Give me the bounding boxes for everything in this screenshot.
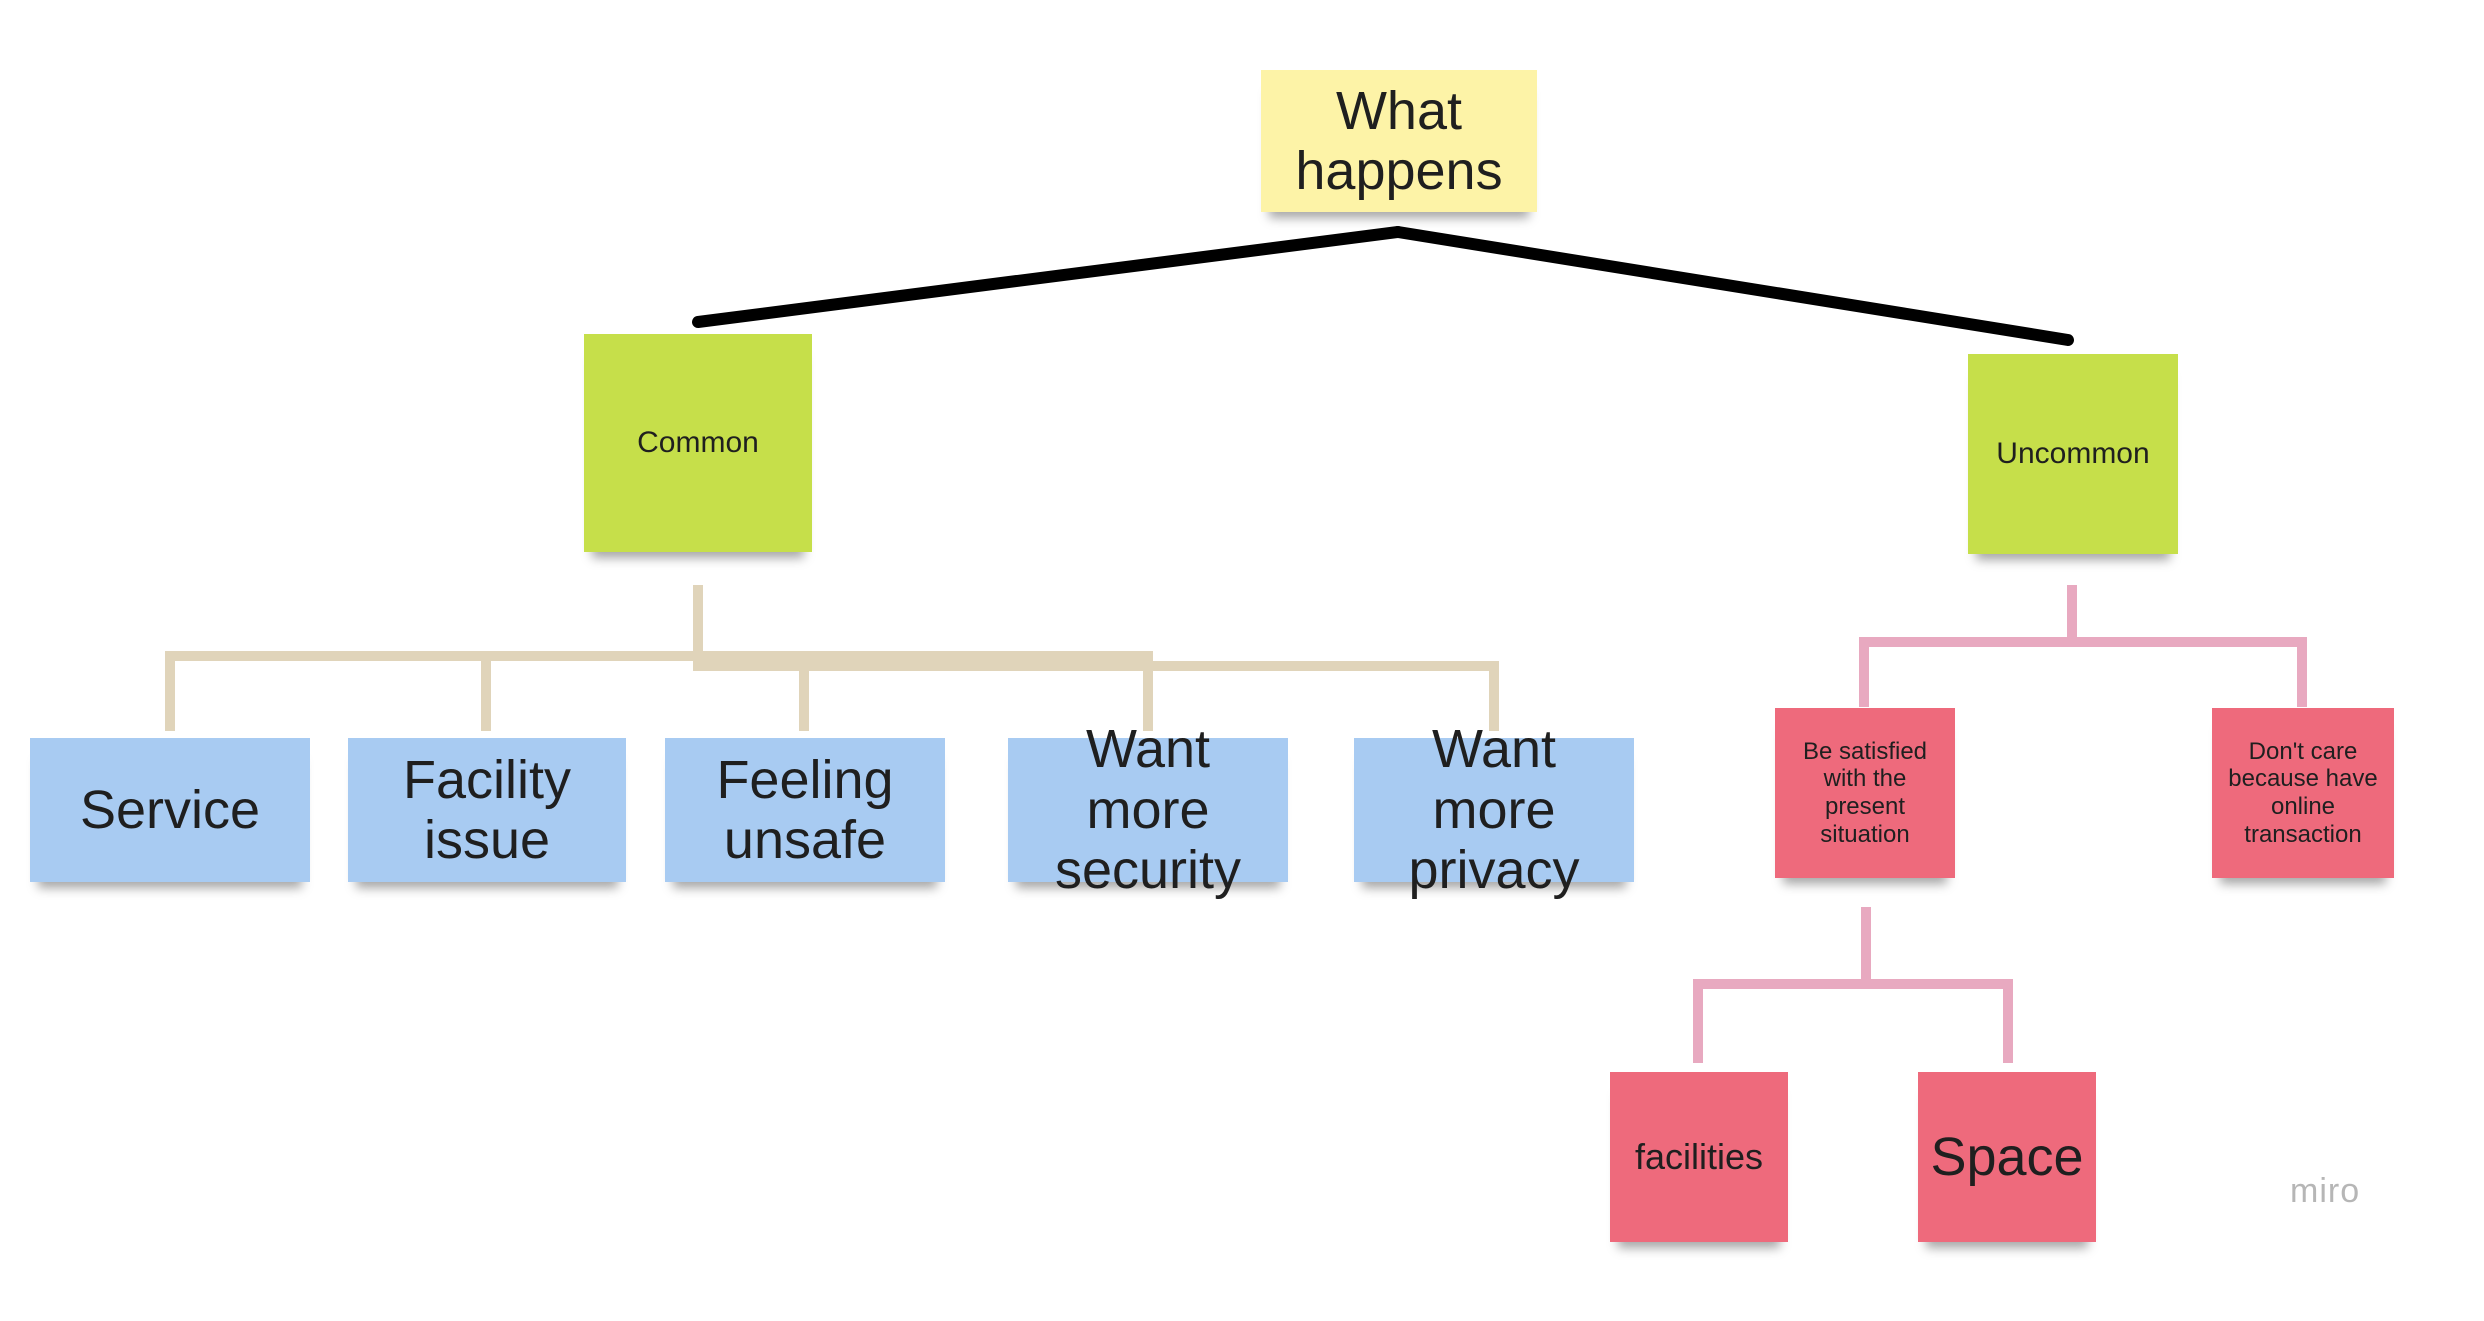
leaf-note-want-more-security[interactable]: Want more security xyxy=(1008,719,1288,900)
category-note-uncommon[interactable]: Uncommon xyxy=(1968,354,2178,554)
leaf-note-be-satisfied-label: Be satisfied with the present situation xyxy=(1802,737,1928,848)
root-note-label: What happens xyxy=(1295,80,1503,201)
leaf-note-be-satisfied[interactable]: Be satisfied with the present situation xyxy=(1775,708,1955,878)
root-to-common-connector xyxy=(692,226,1404,328)
leaf-note-space-label: Space xyxy=(1930,1126,2084,1187)
leaf-note-facilities[interactable]: facilities xyxy=(1610,1072,1788,1242)
root-note[interactable]: What happens xyxy=(1261,70,1537,212)
leaf-note-service-label: Service xyxy=(79,779,261,840)
leaf-note-want-more-privacy[interactable]: Want more privacy xyxy=(1354,719,1634,900)
leaf-note-want-more-security-label: Want more security xyxy=(1054,719,1242,901)
leaf-note-facility-issue[interactable]: Facility issue xyxy=(348,738,626,882)
leaf-note-facility-issue-label: Facility issue xyxy=(402,749,571,870)
leaf-note-service[interactable]: Service xyxy=(30,738,310,882)
category-note-common-label: Common xyxy=(637,426,759,460)
uncommon-branch-connectors xyxy=(1693,585,2307,1063)
category-note-common[interactable]: Common xyxy=(584,334,812,552)
leaf-note-feeling-unsafe[interactable]: Feeling unsafe xyxy=(665,738,945,882)
root-to-uncommon-connector xyxy=(1392,226,2074,346)
miro-watermark: miro xyxy=(2290,1172,2361,1210)
common-branch-connectors xyxy=(165,585,1499,731)
leaf-note-facilities-label: facilities xyxy=(1634,1135,1764,1177)
leaf-note-want-more-privacy-label: Want more privacy xyxy=(1408,719,1580,901)
leaf-note-feeling-unsafe-label: Feeling unsafe xyxy=(716,749,894,870)
leaf-note-dont-care-label: Don't care because have online transacti… xyxy=(2228,737,2378,848)
leaf-note-space[interactable]: Space xyxy=(1918,1072,2096,1242)
leaf-note-dont-care[interactable]: Don't care because have online transacti… xyxy=(2212,708,2394,878)
category-note-uncommon-label: Uncommon xyxy=(1996,437,2150,471)
